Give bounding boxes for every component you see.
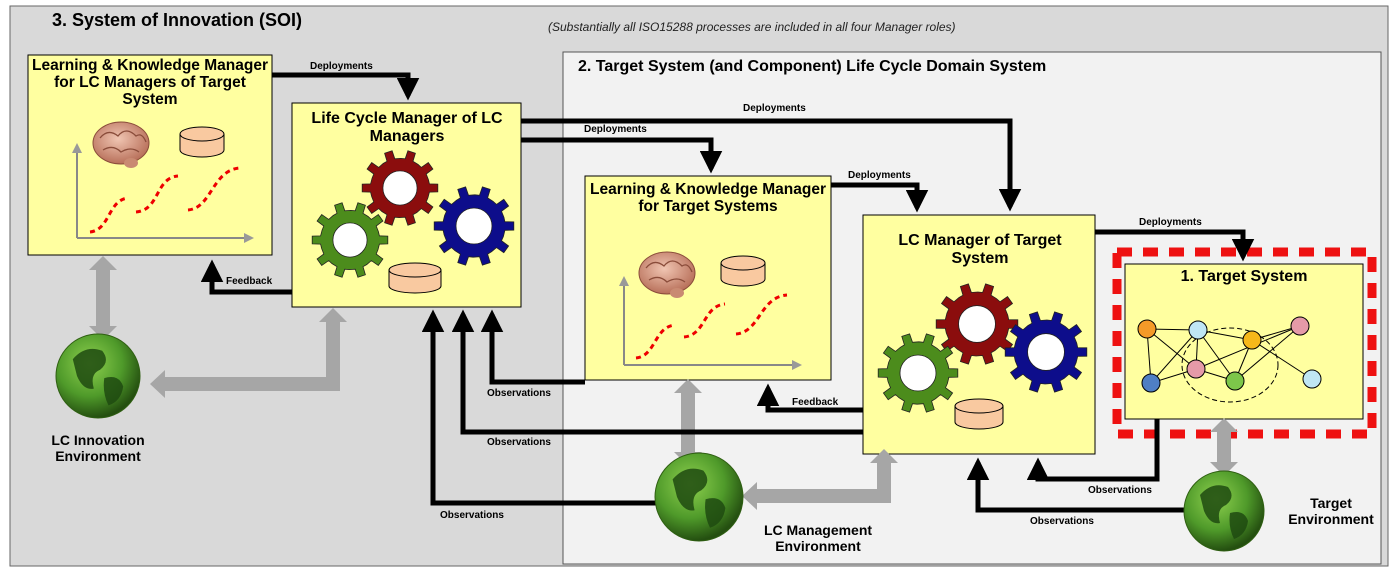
observation-arrow-3	[421, 309, 660, 506]
observations-label-5: Observations	[1030, 516, 1094, 527]
deployments-label-1: Deployments	[310, 61, 373, 72]
lk-target-systems-box	[584, 175, 832, 381]
lk-lc-managers-title: Learning & Knowledge Manager for LC Mana…	[32, 57, 268, 109]
lk-lc-managers-box	[27, 54, 273, 256]
observation-arrow-4	[1026, 419, 1160, 482]
database-icon-3	[388, 262, 442, 294]
deploy-arrow-3	[521, 137, 723, 174]
innovation-globe-icon	[55, 333, 141, 419]
target-system-dashed-border	[1112, 247, 1377, 439]
brain-icon	[92, 121, 150, 168]
innovation-environment-label: LC Innovation Environment	[51, 432, 145, 465]
feedback-arrow-2	[756, 383, 863, 413]
lk-target-systems-title: Learning & Knowledge Manager for Target …	[590, 181, 826, 216]
deploy-arrow-4	[831, 182, 929, 213]
database-icon-4	[954, 398, 1004, 430]
observations-label-4: Observations	[1088, 485, 1152, 496]
learning-curve-chart	[72, 143, 254, 243]
brain-icon-2	[638, 251, 696, 298]
domain-title: 2. Target System (and Component) Life Cy…	[578, 58, 1047, 75]
feedback-label-1: Feedback	[226, 276, 273, 287]
observation-arrow-2	[451, 309, 863, 435]
target-environment-label: Target Environment	[1288, 495, 1374, 528]
observation-arrow-5	[966, 457, 1184, 513]
management-environment-label: LC Management Environment	[763, 522, 873, 555]
observation-arrow-1	[480, 309, 585, 385]
deployments-label-4: Deployments	[848, 170, 911, 181]
target-globe-icon	[1183, 470, 1265, 552]
learning-curve-chart-2	[619, 276, 802, 370]
deployments-label-5: Deployments	[1139, 217, 1202, 228]
deploy-arrow-5	[1095, 229, 1255, 262]
black-arrows	[200, 72, 1255, 513]
gears-icon	[311, 150, 515, 278]
observations-label-2: Observations	[487, 437, 551, 448]
gears-icon-2	[877, 283, 1088, 413]
deploy-arrow-2	[521, 118, 1022, 212]
observations-label-3: Observations	[440, 510, 504, 521]
observations-label-1: Observations	[487, 388, 551, 399]
environment-arrows	[96, 270, 1231, 503]
deployments-label-3: Deployments	[584, 124, 647, 135]
deploy-arrow-1	[272, 72, 420, 101]
lc-manager-of-lc-managers-title: Life Cycle Manager of LC Managers	[311, 110, 503, 145]
lc-manager-target-title: LC Manager of Target System	[898, 232, 1062, 267]
feedback-arrow-1	[200, 259, 292, 295]
database-icon-2	[720, 255, 766, 287]
deployments-label-2: Deployments	[743, 103, 806, 114]
iso-note: (Substantially all ISO15288 processes ar…	[548, 20, 956, 34]
target-system-title: 1. Target System	[1180, 268, 1308, 285]
management-globe-icon	[654, 452, 744, 542]
database-icon	[179, 126, 225, 158]
network-graph-icon	[1137, 316, 1322, 403]
soi-title: 3. System of Innovation (SOI)	[52, 10, 303, 30]
feedback-label-2: Feedback	[792, 397, 839, 408]
